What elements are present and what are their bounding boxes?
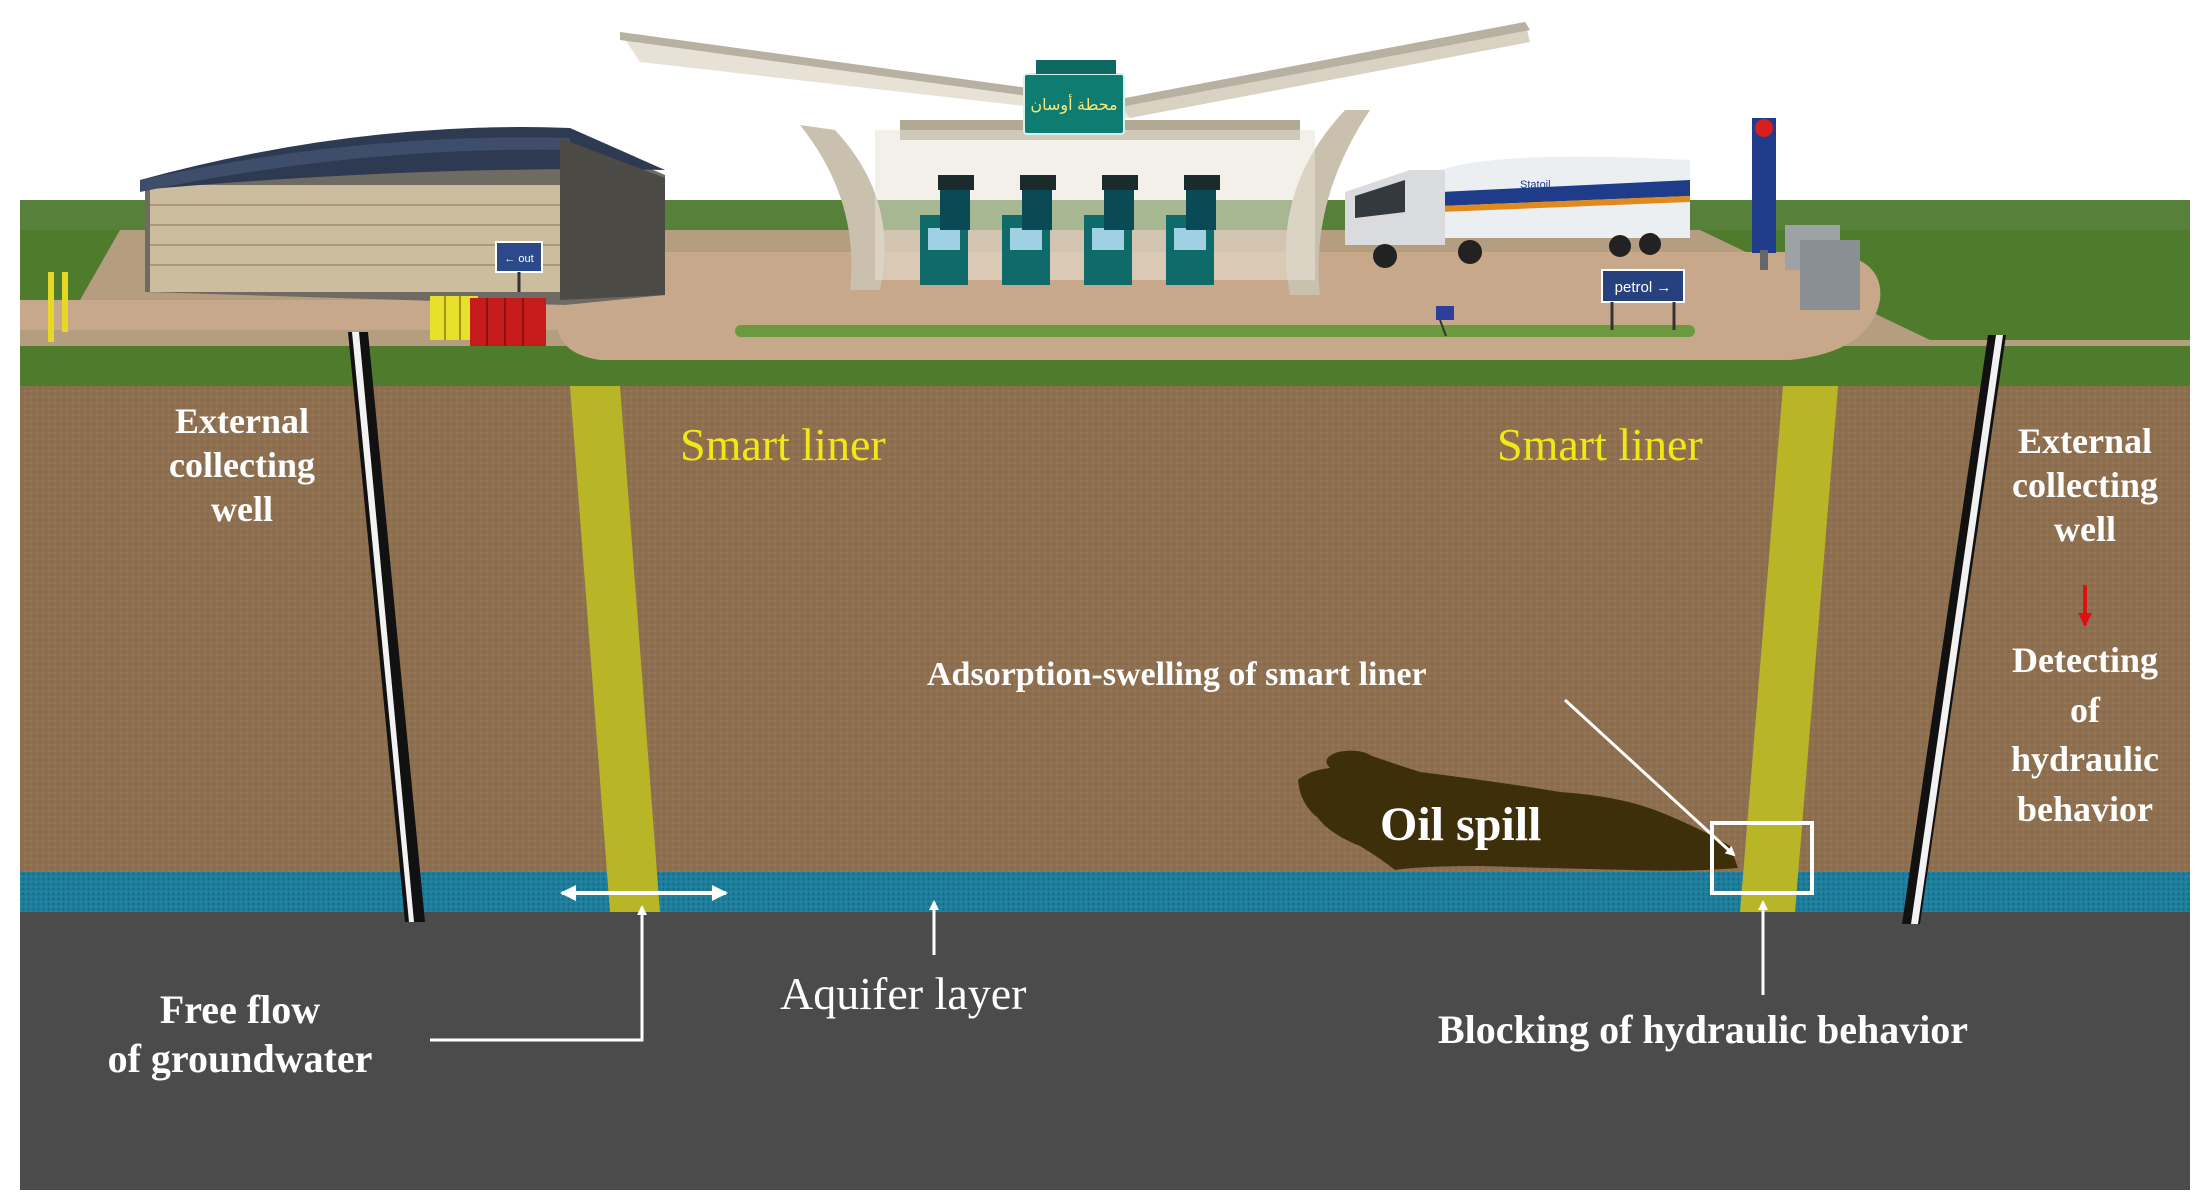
label-line: collecting xyxy=(169,444,315,485)
label-line: well xyxy=(2054,508,2116,549)
blocking-label: Blocking of hydraulic behavior xyxy=(1438,1007,1969,1052)
pump xyxy=(1002,175,1056,285)
label-line: of groundwater xyxy=(107,1035,373,1081)
free-flow-leader xyxy=(430,905,647,1042)
trolley xyxy=(1436,306,1454,337)
annotation-arrows xyxy=(430,585,2092,1042)
grass-left xyxy=(20,230,120,300)
label-line: Free flow xyxy=(159,987,321,1032)
forecourt-island xyxy=(735,325,1695,337)
oil-spill xyxy=(1298,750,1738,871)
label-line: External xyxy=(2018,421,2152,461)
yellow-bollards xyxy=(48,272,68,342)
tanker-truck: Statoil xyxy=(1345,156,1690,268)
adsorption-label: Adsorption-swelling of smart liner xyxy=(927,656,1427,693)
truck-brand-text: Statoil xyxy=(1520,179,1551,191)
fuel-pumps xyxy=(920,175,1220,285)
smart-liner-left xyxy=(570,386,660,912)
station-sign: محطة أوسان xyxy=(1023,60,1125,135)
bedrock-layer xyxy=(20,912,2190,1190)
exit-sign-text: ← out xyxy=(504,253,533,265)
pump xyxy=(1084,175,1138,285)
oil-spill-label: Oil spill xyxy=(1380,798,1542,851)
exit-sign: ← out xyxy=(495,241,543,292)
detecting-label: Detecting of hydraulic behavior xyxy=(1970,636,2198,835)
adsorption-arrow xyxy=(1563,698,1736,857)
smart-liner-right xyxy=(1740,386,1838,912)
price-pylon xyxy=(1752,118,1776,270)
petrol-sign-text: petrol → xyxy=(1615,279,1672,296)
aquifer-label: Aquifer layer xyxy=(780,968,1027,1019)
aquifer-layer xyxy=(20,872,2190,912)
label-line: of xyxy=(2070,689,2100,730)
label-line: Detecting xyxy=(2012,640,2158,680)
label-line: collecting xyxy=(2012,464,2158,505)
external-well-left-label: External collecting well xyxy=(127,400,357,532)
label-line: hydraulic xyxy=(2010,739,2160,780)
free-flow-label: Free flow of groundwater xyxy=(70,986,410,1084)
label-line: behavior xyxy=(2016,789,2153,830)
pump xyxy=(1166,175,1220,285)
surface-scene: ← out xyxy=(20,22,2190,386)
external-well-left xyxy=(348,332,425,922)
smart-liner-left-label: Smart liner xyxy=(680,419,886,470)
pump xyxy=(920,175,974,285)
shop-building xyxy=(140,127,665,305)
external-well-right xyxy=(1902,335,2006,924)
label-line: External xyxy=(175,401,309,441)
utility-boxes xyxy=(1785,225,1860,310)
label-line: well xyxy=(211,488,273,529)
inspection-box xyxy=(1710,821,1814,895)
external-well-right-label: External collecting well xyxy=(1970,420,2198,552)
barrels xyxy=(430,296,546,346)
petrol-sign: petrol → xyxy=(1601,269,1685,330)
station-sign-text: محطة أوسان xyxy=(1030,94,1117,115)
smart-liner-right-label: Smart liner xyxy=(1497,419,1703,470)
